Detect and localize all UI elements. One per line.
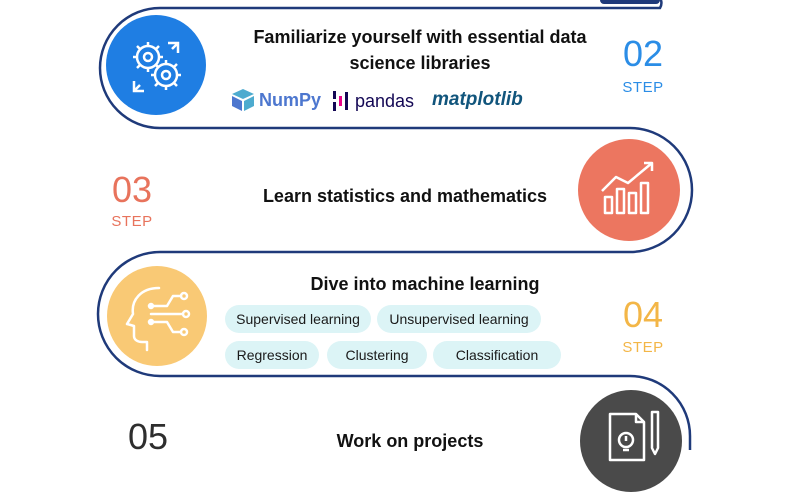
- numpy-logo-text: NumPy: [259, 90, 322, 110]
- topic-chip-regression: Regression: [225, 341, 319, 369]
- roadmap-track: [96, 0, 694, 450]
- step-02-title: Familiarize yourself with essential data…: [253, 27, 587, 73]
- step-03-title: Learn statistics and mathematics: [262, 186, 548, 206]
- step-03-icon-circle: [578, 139, 680, 241]
- growth-chart-icon: [601, 161, 654, 215]
- pandas-bars-icon: [333, 91, 348, 111]
- ai-head-icon: [125, 286, 191, 352]
- step-05-title: Work on projects: [336, 431, 484, 451]
- step-02-number: 02: [622, 33, 664, 74]
- step-05-icon-circle: [580, 390, 682, 492]
- step-03-number: 03: [111, 169, 153, 210]
- pandas-logo-text: pandas: [355, 91, 415, 111]
- step-04-number: 04: [622, 294, 664, 335]
- step-04-title: Dive into machine learning: [310, 274, 540, 294]
- step-05-number: 05: [127, 416, 169, 457]
- matplotlib-logo-text: matplotlib: [432, 89, 523, 110]
- numpy-cube-icon: [232, 89, 254, 111]
- topic-chip-unsupervised-learning: Unsupervised learning: [377, 305, 541, 333]
- numpy-logo: NumPy: [230, 88, 321, 112]
- step-02-icon-circle: [106, 15, 206, 115]
- pandas-logo: pandas: [332, 89, 414, 113]
- step-03-label: STEP: [111, 213, 153, 230]
- topic-chip-clustering: Clustering: [327, 341, 427, 369]
- step-04-icon-circle: [107, 266, 207, 366]
- gears-icon: [132, 41, 181, 93]
- step-02-label: STEP: [622, 79, 664, 96]
- matplotlib-logo: matplotlib: [432, 88, 523, 112]
- step-04-label: STEP: [622, 339, 664, 356]
- topic-chip-supervised-learning: Supervised learning: [225, 305, 371, 333]
- project-document-icon: [608, 410, 660, 462]
- topic-chip-classification: Classification: [433, 341, 561, 369]
